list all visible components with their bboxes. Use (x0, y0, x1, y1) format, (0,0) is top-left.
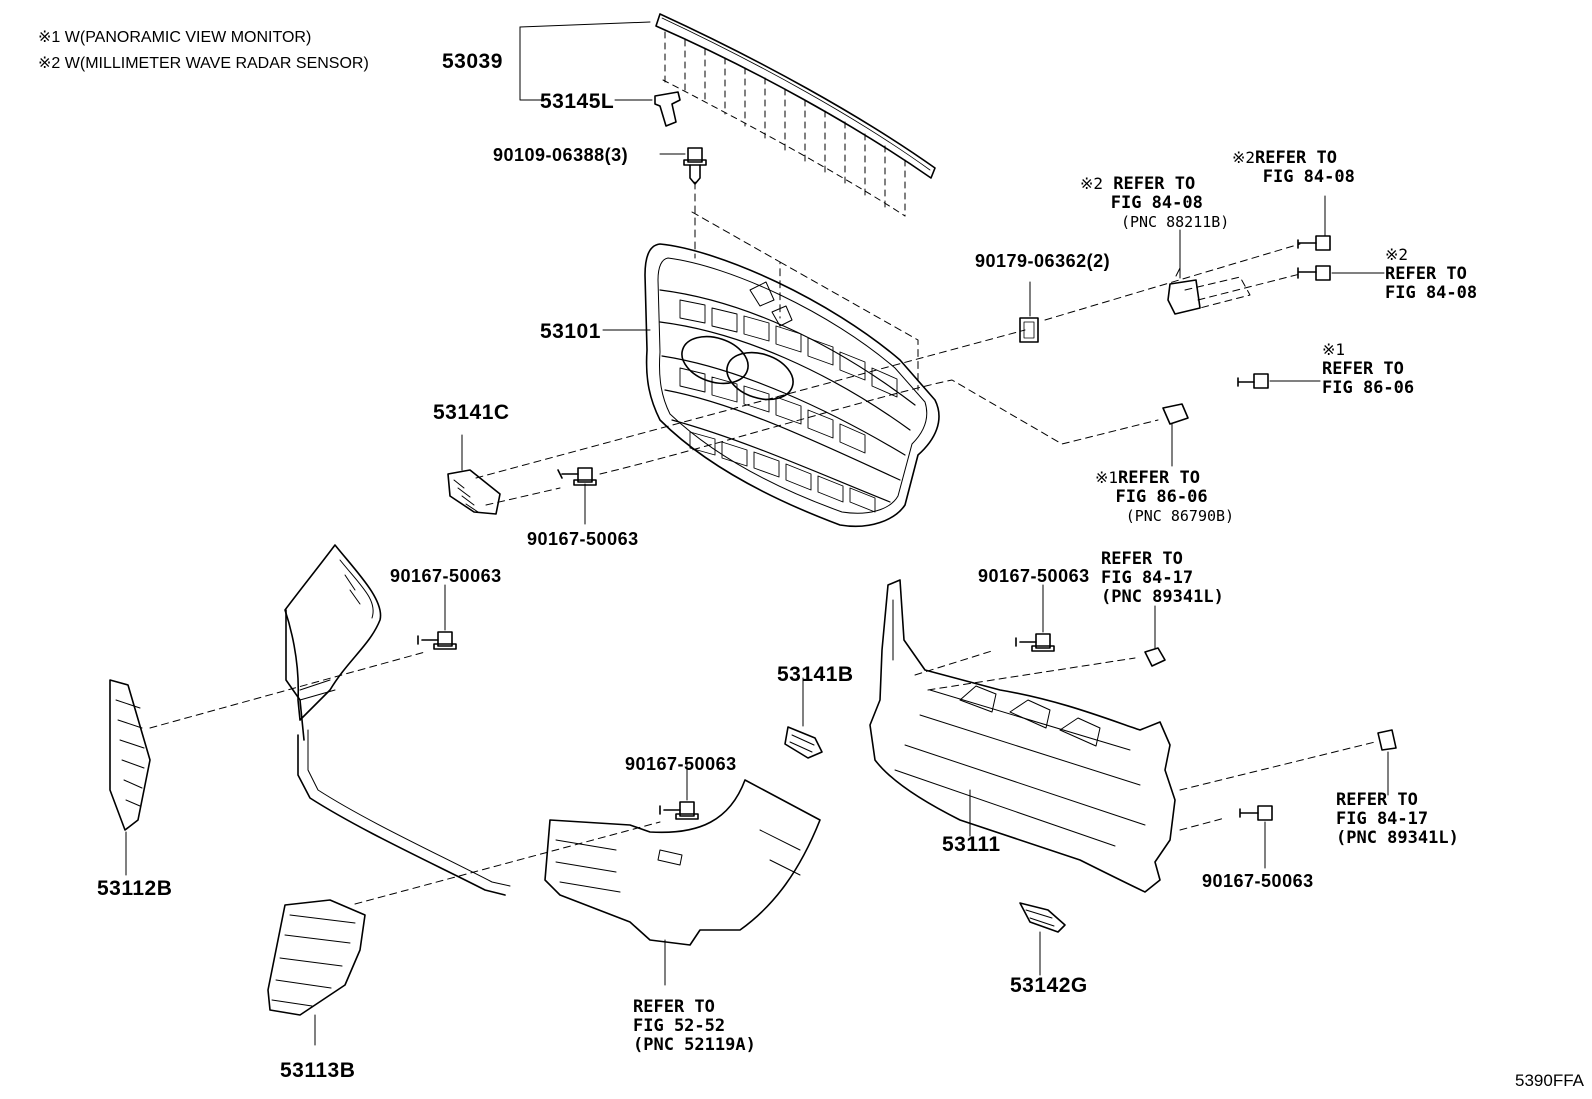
clip-89341L-b (1377, 729, 1397, 796)
refer-pnc: (PNC 88211B) (1120, 213, 1230, 231)
cover-53141B (784, 677, 823, 759)
label-90179-06362[interactable]: 90179-06362(2) (975, 251, 1111, 271)
screw-90167-b (417, 584, 457, 650)
note-1: ※1 W(PANORAMIC VIEW MONITOR) (38, 30, 311, 46)
refer-radar-sensor[interactable]: ※2 REFER TO FIG 84-08 (PNC 88211B) (1080, 174, 1229, 232)
clip-89341L-a (1144, 605, 1166, 667)
label-53111[interactable]: 53111 (942, 833, 1001, 856)
refer-text: REFER TO (1336, 790, 1418, 810)
refer-pnc: (PNC 89341L) (1101, 587, 1224, 607)
note-2: ※2 W(MILLIMETER WAVE RADAR SENSOR) (38, 56, 369, 72)
label-90167-50063-d[interactable]: 90167-50063 (978, 566, 1090, 586)
label-90167-50063-b[interactable]: 90167-50063 (390, 566, 502, 586)
label-90167-50063-c[interactable]: 90167-50063 (625, 754, 737, 774)
cover-53142G (1019, 902, 1066, 976)
refer-text: REFER TO (1113, 174, 1196, 194)
note-1-text: W(PANORAMIC VIEW MONITOR) (64, 29, 312, 46)
refer-symbol: ※2 (1080, 174, 1104, 193)
grille-53112B (109, 679, 151, 876)
label-90167-50063-a[interactable]: 90167-50063 (527, 529, 639, 549)
refer-clip-b[interactable]: REFER TO FIG 84-17 (PNC 89341L) (1336, 791, 1459, 848)
nut-90179-06362 (1019, 281, 1039, 343)
refer-fig: FIG 84-08 (1385, 283, 1478, 303)
refer-camera[interactable]: ※1REFER TO FIG 86-06 (PNC 86790B) (1095, 468, 1234, 526)
refer-text: REFER TO (1385, 264, 1467, 284)
refer-fig: FIG 84-17 (1336, 809, 1429, 829)
refer-fig: FIG 52-52 (633, 1016, 726, 1036)
refer-bolt-right[interactable]: ※2 REFER TO FIG 84-08 (1385, 245, 1477, 303)
refer-fig: FIG 86-06 (1322, 378, 1415, 398)
bolt-refer-84-08-a (1297, 195, 1331, 251)
label-53141B[interactable]: 53141B (777, 663, 854, 686)
screw-90167-a (557, 467, 597, 525)
upper-molding-53039 (519, 13, 936, 217)
refer-fig: FIG 86-06 (1115, 487, 1208, 507)
note-2-text: W(MILLIMETER WAVE RADAR SENSOR) (64, 55, 369, 72)
refer-text: REFER TO (1118, 468, 1200, 488)
label-53141C[interactable]: 53141C (433, 401, 510, 424)
camera-86790B (1162, 403, 1189, 467)
refer-text: REFER TO (1101, 549, 1183, 569)
label-53101[interactable]: 53101 (540, 320, 601, 343)
note-2-symbol: ※2 (38, 55, 61, 72)
refer-symbol: ※2 (1232, 148, 1256, 167)
refer-symbol: ※1 (1095, 468, 1119, 487)
refer-camera-bolt[interactable]: ※1 REFER TO FIG 86-06 (1322, 340, 1414, 398)
refer-fig: FIG 84-08 (1110, 193, 1203, 213)
label-53039[interactable]: 53039 (442, 50, 503, 73)
label-53145L[interactable]: 53145L (540, 90, 615, 113)
bumper-support-53111 (869, 579, 1176, 893)
refer-text: REFER TO (633, 997, 715, 1017)
refer-symbol: ※1 (1322, 340, 1346, 359)
screw-90167-d (1015, 584, 1055, 652)
figure-code: 5390FFA (1515, 1071, 1584, 1090)
clip-53145L (614, 91, 681, 127)
refer-bolt-top[interactable]: ※2REFER TO FIG 84-08 (1232, 148, 1355, 187)
refer-text: REFER TO (1322, 359, 1404, 379)
refer-fig: FIG 84-17 (1101, 568, 1194, 588)
screw-90167-c (659, 761, 699, 820)
label-90167-50063-e[interactable]: 90167-50063 (1202, 871, 1314, 891)
refer-pnc: (PNC 89341L) (1336, 828, 1459, 848)
cover-53141C (447, 434, 501, 515)
refer-bumper-cover[interactable]: REFER TO FIG 52-52 (PNC 52119A) (633, 998, 756, 1055)
label-53142G[interactable]: 53142G (1010, 974, 1088, 997)
radiator-grille-53101 (602, 181, 940, 528)
refer-pnc: (PNC 52119A) (633, 1035, 756, 1055)
refer-clip-a[interactable]: REFER TO FIG 84-17 (PNC 89341L) (1101, 550, 1224, 607)
refer-symbol: ※2 (1385, 245, 1409, 264)
note-1-symbol: ※1 (38, 29, 61, 46)
screw-90109-06388 (659, 147, 707, 185)
label-53112B[interactable]: 53112B (97, 877, 173, 900)
bolt-refer-86-06 (1237, 373, 1321, 389)
lower-rail (297, 729, 511, 896)
refer-pnc: (PNC 86790B) (1125, 507, 1235, 525)
label-90109-06388[interactable]: 90109-06388(3) (493, 145, 629, 165)
screw-90167-e (1239, 805, 1273, 869)
bumper-corner (544, 779, 821, 986)
bolt-refer-84-08-b (1297, 265, 1385, 281)
refer-text: REFER TO (1255, 148, 1337, 168)
label-53113B[interactable]: 53113B (280, 1059, 356, 1082)
grille-53113B (267, 899, 366, 1046)
radar-sensor (1167, 229, 1201, 315)
refer-fig: FIG 84-08 (1262, 167, 1355, 187)
bumper-side-bracket (284, 544, 382, 741)
